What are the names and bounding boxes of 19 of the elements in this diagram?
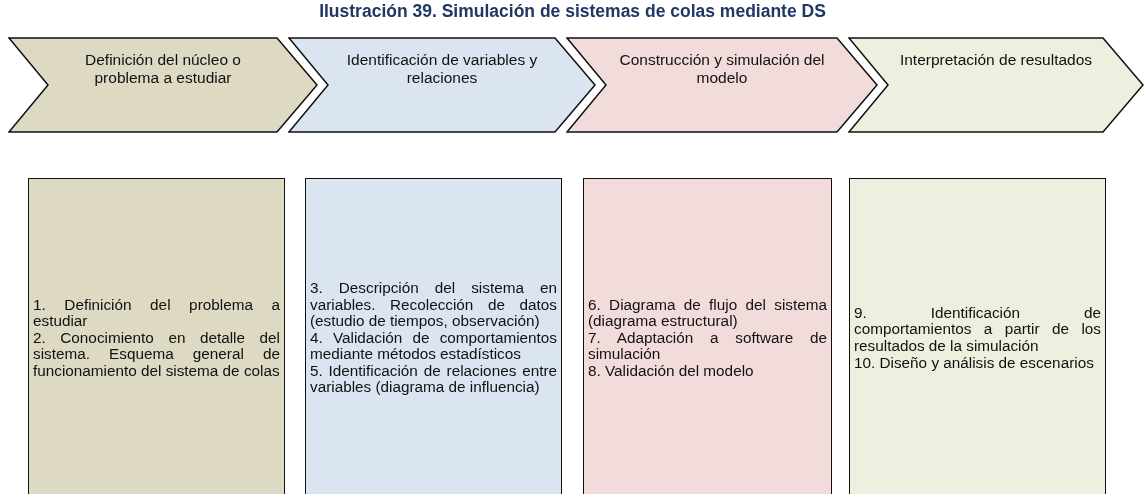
step-text: 6. Diagrama de flujo del sistema (diagrama estructural) <box>588 296 827 330</box>
step-panel <box>28 178 285 494</box>
step-panel <box>305 178 562 494</box>
step-text: 4. Validación de comportamientos mediante métodos estadísticos <box>310 329 557 363</box>
step-text: 2. Conocimiento en detalle del sistema. Esquema general de funcionamiento del sistema de colas <box>33 329 280 380</box>
stage-label: Identificación de variables y relaciones <box>345 51 539 87</box>
step-text: 9. Identificación de comportamientos a partir de los resultados de la simulación <box>854 304 1101 355</box>
stage-label: Construcción y simulación del modelo <box>618 51 826 87</box>
step-text: 8. Validación del modelo <box>588 362 755 380</box>
step-text: 10. Diseño y análisis de escenarios <box>854 354 1095 372</box>
step-panel <box>583 178 832 494</box>
step-panel <box>849 178 1106 494</box>
stage-label: Definición del núcleo o problema a estudiar <box>84 51 242 87</box>
step-text: 5. Identificación de relaciones entre variables (diagrama de influencia) <box>310 362 557 397</box>
step-text: 1. Definición del problema a estudiar <box>33 296 280 330</box>
stage-label: Interpretación de resultados <box>898 51 1094 69</box>
step-text: 3. Descripción del sistema en variables. Recolección de datos (estudio de tiempos, observación) <box>310 279 557 330</box>
step-text: 7. Adaptación a software de simulación <box>588 329 827 363</box>
figure-title: Ilustración 39. Simulación de sistemas de colas mediante DS <box>318 1 827 22</box>
